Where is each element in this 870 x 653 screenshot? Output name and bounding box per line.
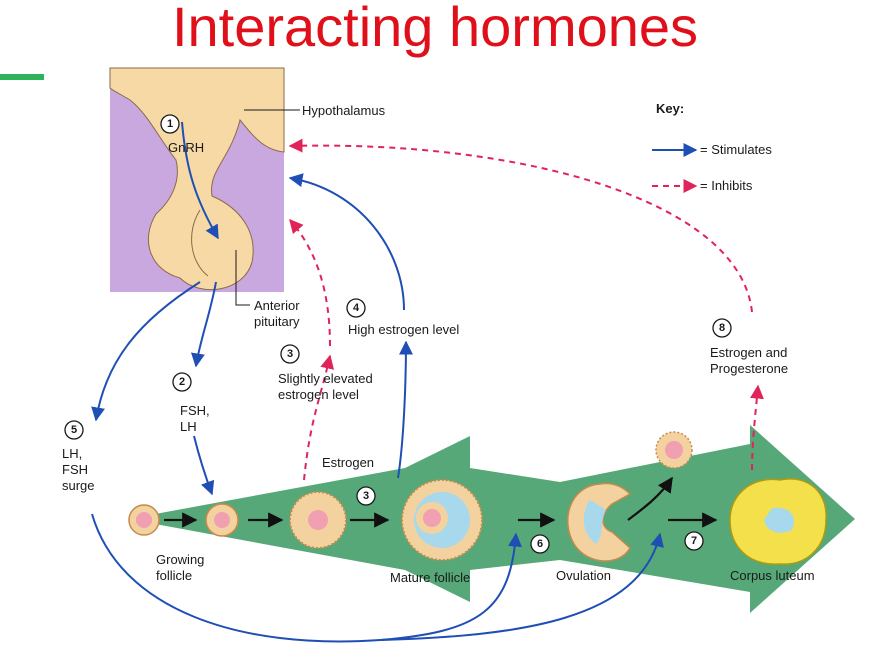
svg-text:4: 4 [353,302,360,314]
svg-text:1: 1 [167,118,173,130]
released-egg [655,431,693,469]
label-slightly-elevated: Slightly elevated [278,371,373,386]
label-surge: surge [62,478,95,493]
gnrh-arrow [181,121,219,240]
corpus-luteum [729,478,827,565]
label-lh: LH [180,419,197,434]
step-1: 1 [160,114,180,134]
svg-text:5: 5 [71,424,77,436]
label-growing: Growing [156,552,204,567]
step-4: 4 [346,298,366,318]
surge-to-luteum-arrow [379,532,664,641]
svg-text:7: 7 [691,535,697,547]
mature-follicle [401,479,483,561]
slide-title: Interacting hormones [171,0,699,58]
label-mature-follicle: Mature follicle [390,570,470,585]
step-3-lower: 3 [356,486,376,506]
legend-title: Key: [656,101,684,116]
high-estrogen-arrow [288,173,405,311]
slight-estrogen-to-pituitary-arrow [289,218,331,347]
svg-text:2: 2 [179,376,185,388]
legend-inhibits: = Inhibits [700,178,753,193]
follicle-stage-2 [205,503,239,537]
label-progesterone: Progesterone [710,361,788,376]
ovulated-follicle [567,482,632,562]
label-gnrh: GnRH [168,140,204,155]
svg-text:3: 3 [287,348,293,360]
step-2: 2 [172,372,192,392]
fsh-lh-to-follicle-arrow [193,435,215,496]
label-anterior: Anterior [254,298,300,313]
label-ovulation: Ovulation [556,568,611,583]
follicle-stage-3 [289,491,347,549]
label-estrogen-level: estrogen level [278,387,359,402]
step-3-upper: 3 [280,344,300,364]
progesterone-inhibit-arrow [288,138,753,313]
svg-text:3: 3 [363,490,369,502]
svg-text:8: 8 [719,322,725,334]
follicle-band [128,425,855,613]
label-hypothalamus: Hypothalamus [302,103,386,118]
svg-text:6: 6 [537,538,543,550]
follicle-stage-1 [128,504,160,536]
estrogen-rise-arrow [397,340,413,479]
surge-arrow [91,281,201,422]
legend-stimulates: = Stimulates [700,142,772,157]
label-follicle: follicle [156,568,192,583]
label-surge-fsh: FSH [62,462,88,477]
brain-panel [109,67,285,292]
label-estrogen: Estrogen [322,455,374,470]
label-pituitary: pituitary [254,314,300,329]
label-corpus-luteum: Corpus luteum [730,568,815,583]
legend: Key: = Stimulates = Inhibits [652,101,772,193]
step-5: 5 [64,420,84,440]
fsh-lh-arrow [191,281,217,368]
label-estrogen-and: Estrogen and [710,345,787,360]
label-fsh: FSH, [180,403,210,418]
label-high-estrogen: High estrogen level [348,322,459,337]
step-8: 8 [712,318,732,338]
surge-to-ovulation-arrow [91,513,522,643]
accent-bar [0,74,44,80]
step-6: 6 [530,534,550,554]
slight-estrogen-inhibit-arrow [303,354,335,481]
luteum-inhibit-arrow [749,384,764,471]
label-surge-lh: LH, [62,446,82,461]
step-7: 7 [684,531,704,551]
